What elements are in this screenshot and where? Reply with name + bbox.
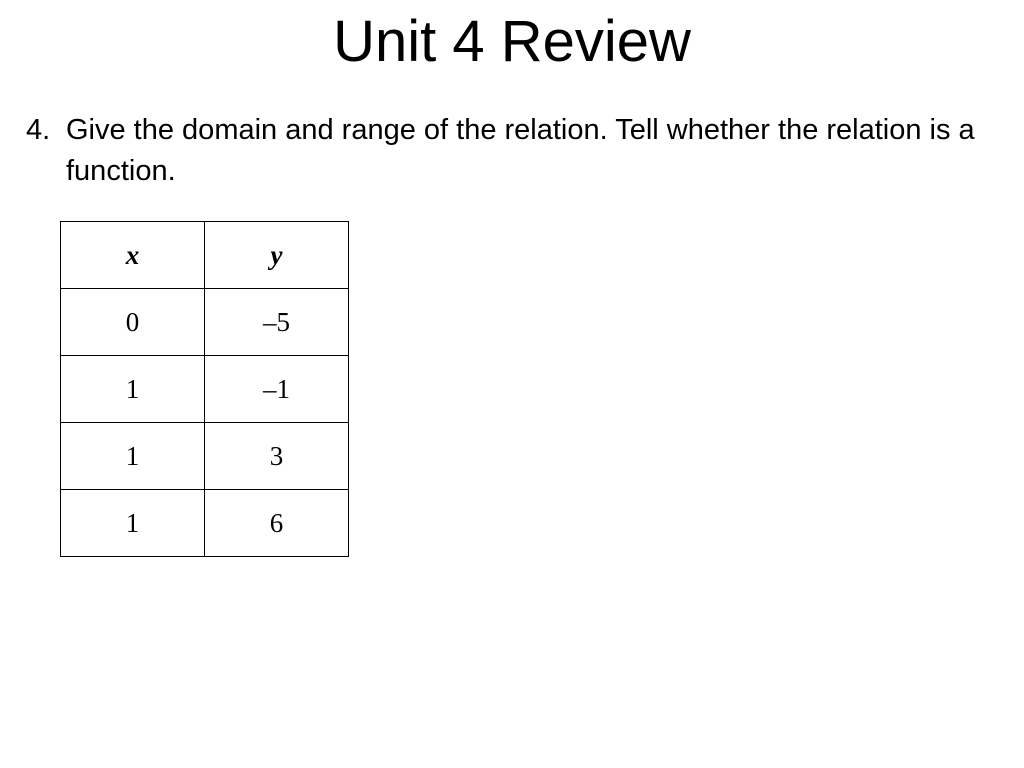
cell-y: –1 (204, 355, 349, 423)
table-row: 1 6 (60, 489, 349, 557)
slide-title: Unit 4 Review (333, 9, 691, 74)
cell-y: 3 (204, 422, 349, 490)
question-number: 4. (26, 114, 51, 146)
question-text: Give the domain and range of the relatio… (66, 114, 975, 187)
cell-y: 6 (204, 489, 349, 557)
table-header-row: x y (60, 221, 349, 289)
table-row: 1 –1 (60, 355, 349, 423)
header-x: x (60, 221, 205, 289)
question: 4. Give the domain and range of the rela… (26, 110, 986, 192)
relation-table: x y 0 –5 1 –1 1 3 1 6 (60, 221, 349, 557)
cell-x: 1 (60, 355, 205, 423)
table-row: 1 3 (60, 422, 349, 490)
table-row: 0 –5 (60, 288, 349, 356)
cell-y: –5 (204, 288, 349, 356)
cell-x: 1 (60, 489, 205, 557)
cell-x: 1 (60, 422, 205, 490)
cell-x: 0 (60, 288, 205, 356)
header-y: y (204, 221, 349, 289)
